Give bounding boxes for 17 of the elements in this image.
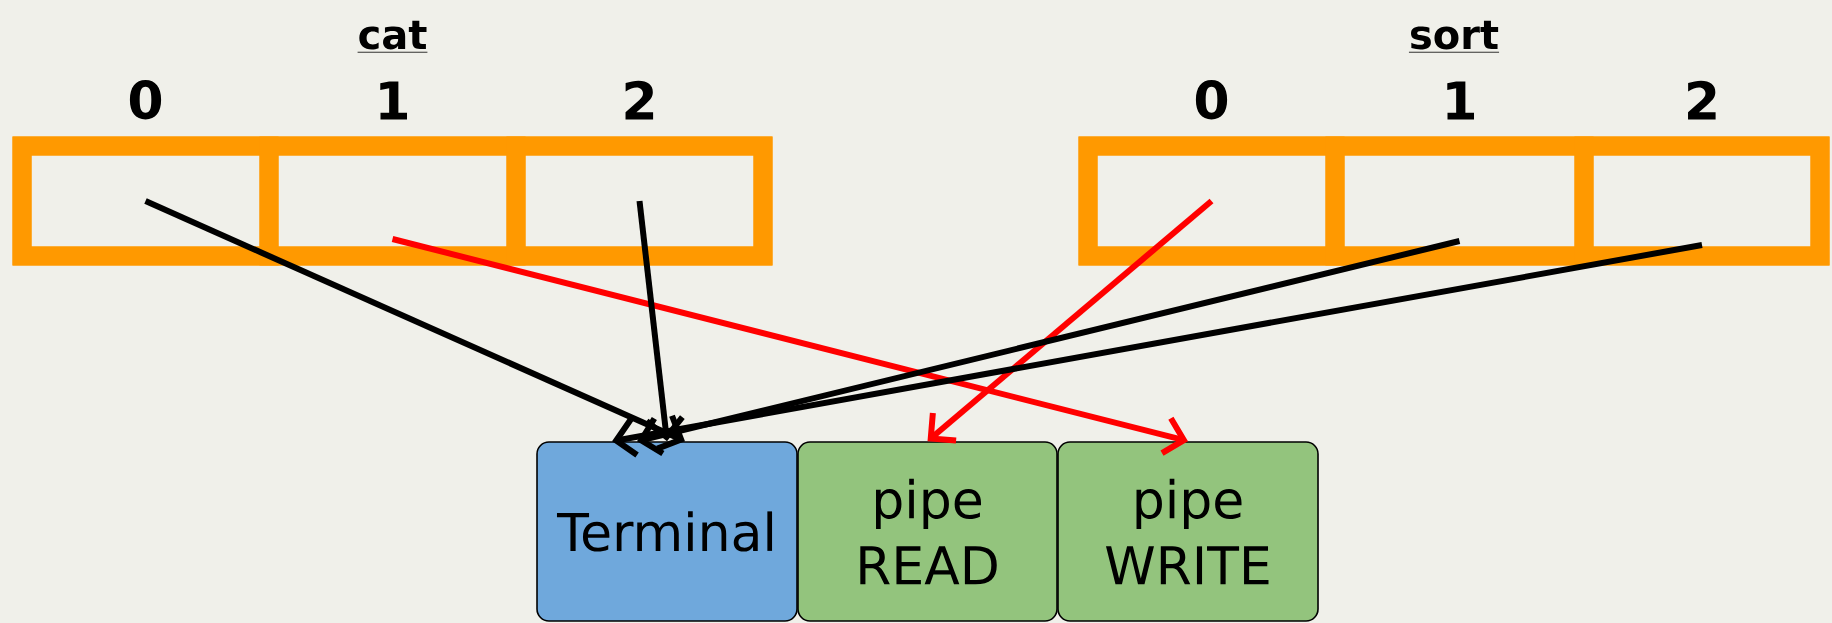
node-label: cat [359,20,427,50]
arrow [144,198,685,452]
arrow [612,242,1703,458]
node-label: 2 [1688,80,1716,120]
node-label: 2 [625,80,654,120]
arrow [636,200,685,442]
process-box: pipe WRITE [1057,441,1319,622]
arrow [637,238,1461,456]
node-label: 1 [380,81,408,120]
node-label: 0 [129,80,162,120]
arrow [927,198,1214,444]
process-box: pipe READ [797,441,1058,622]
arrow [391,236,1188,456]
node-label: sort [1411,20,1499,50]
node-label: 1 [1447,81,1475,120]
process-box: Terminal [536,441,798,622]
node-label: 0 [1195,80,1228,120]
